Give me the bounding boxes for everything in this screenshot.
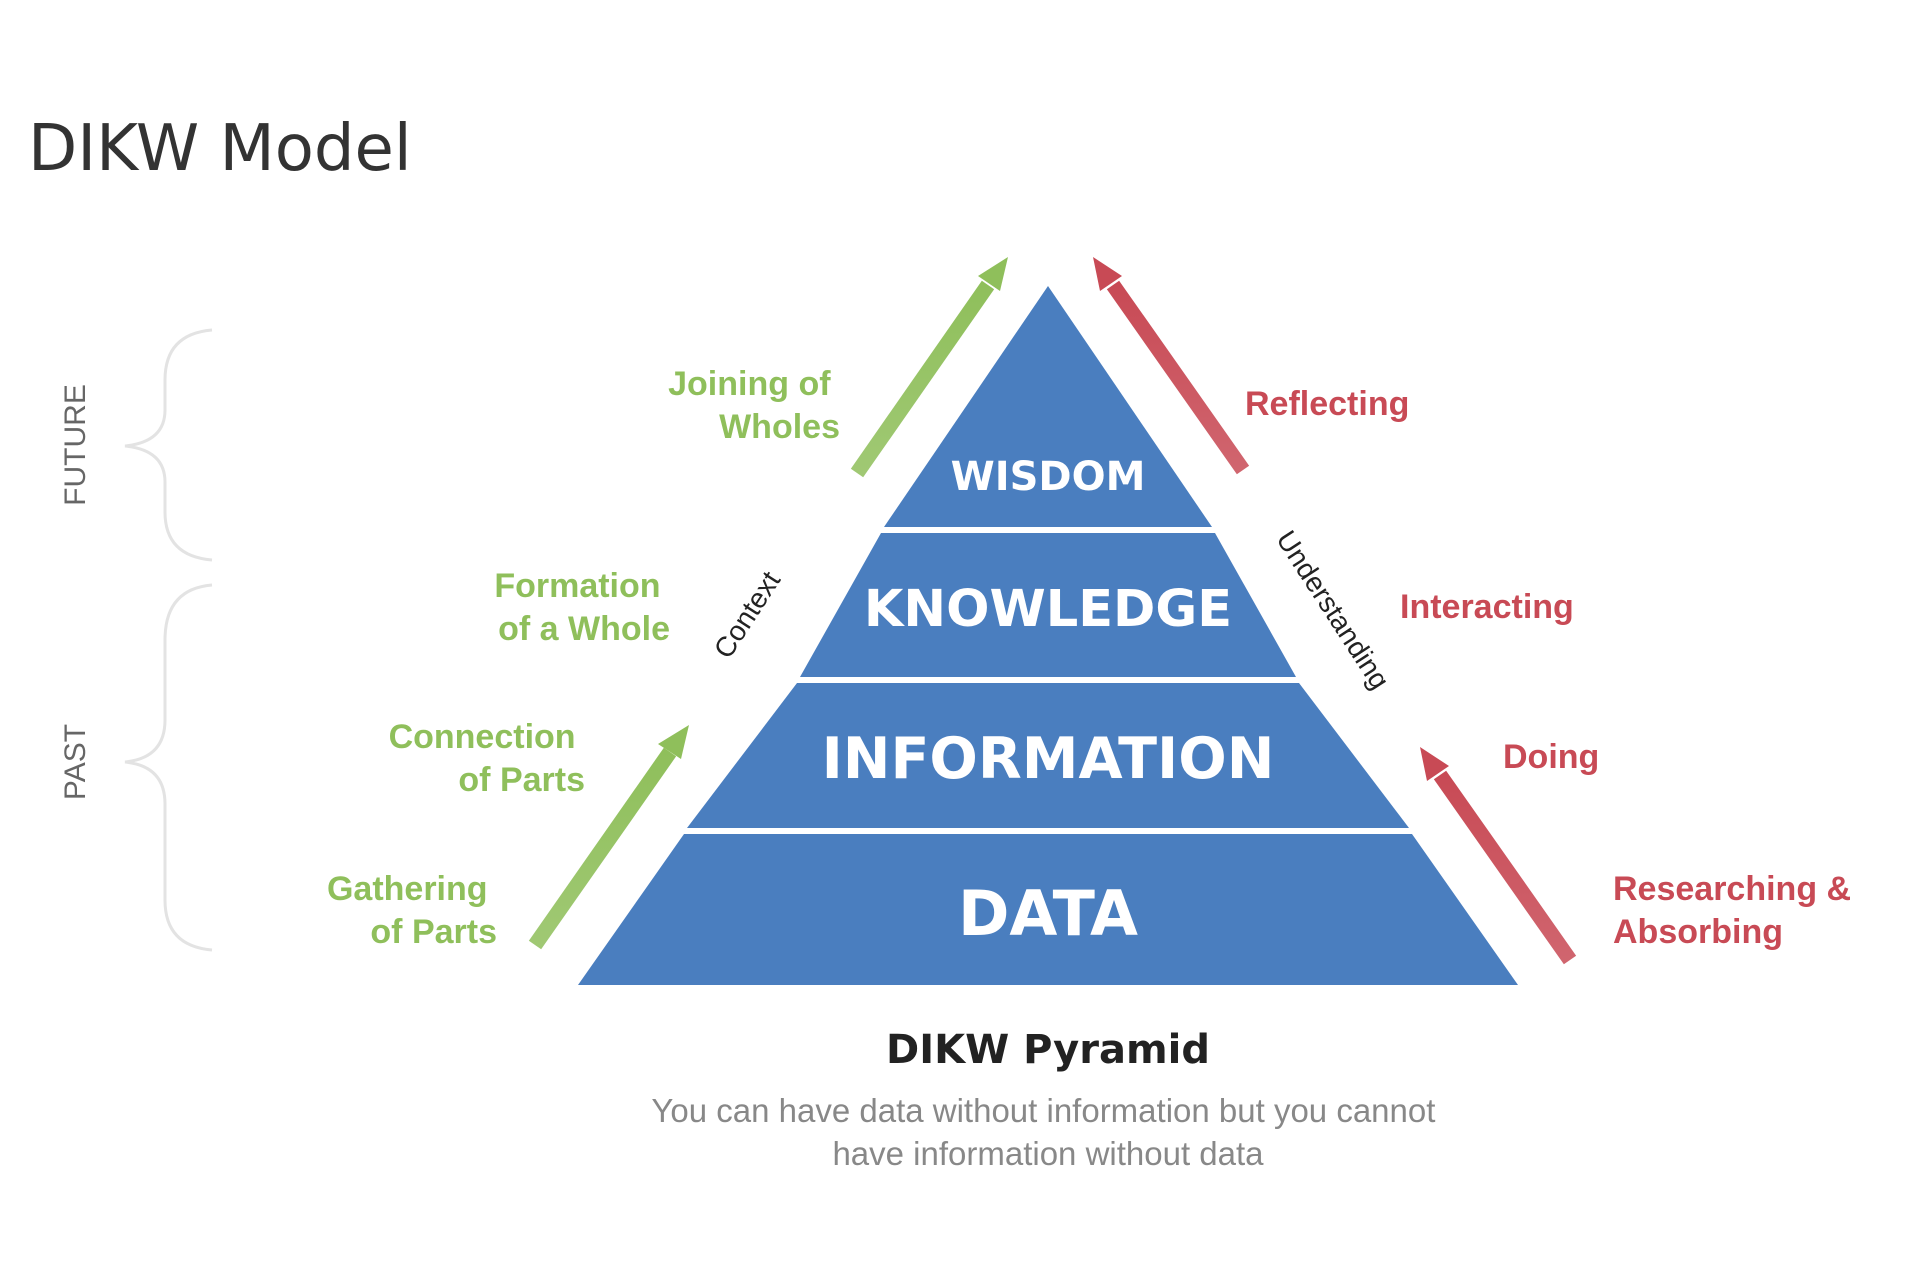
context-axis-label: Context [708,566,787,664]
green-arrow-lower [528,725,689,950]
pyramid-level-data [578,834,1518,985]
label-gathering-of-parts: Gathering of Parts [327,870,497,951]
label-doing: Doing [1503,738,1599,776]
green-arrow-upper [850,257,1008,478]
past-label: PAST [59,724,92,800]
label-reflecting: Reflecting [1245,385,1409,423]
label-interacting: Interacting [1400,588,1574,626]
pyramid-level-wisdom [884,286,1212,527]
red-arrow-upper [1093,257,1250,475]
level-label-information: INFORMATION [822,726,1275,792]
level-label-wisdom: WISDOM [951,454,1146,500]
label-joining-of-wholes: Joining of Wholes [668,365,840,446]
label-formation-of-a-whole: Formation of a Whole [494,567,670,648]
pyramid-level-information [687,683,1409,828]
level-label-data: DATA [958,877,1138,950]
future-brace [124,328,213,562]
caption-title: DIKW Pyramid [886,1027,1210,1073]
page-title: DIKW Model [28,112,412,186]
level-label-knowledge: KNOWLEDGE [864,580,1232,639]
pyramid-level-knowledge [800,533,1296,677]
future-label: FUTURE [59,384,92,506]
caption-subtitle: You can have data without information bu… [651,1092,1444,1172]
label-researching-absorbing: Researching & Absorbing [1613,870,1861,951]
label-connection-of-parts: Connection of Parts [389,718,585,799]
past-brace [124,583,213,952]
red-arrow-lower [1420,747,1577,965]
